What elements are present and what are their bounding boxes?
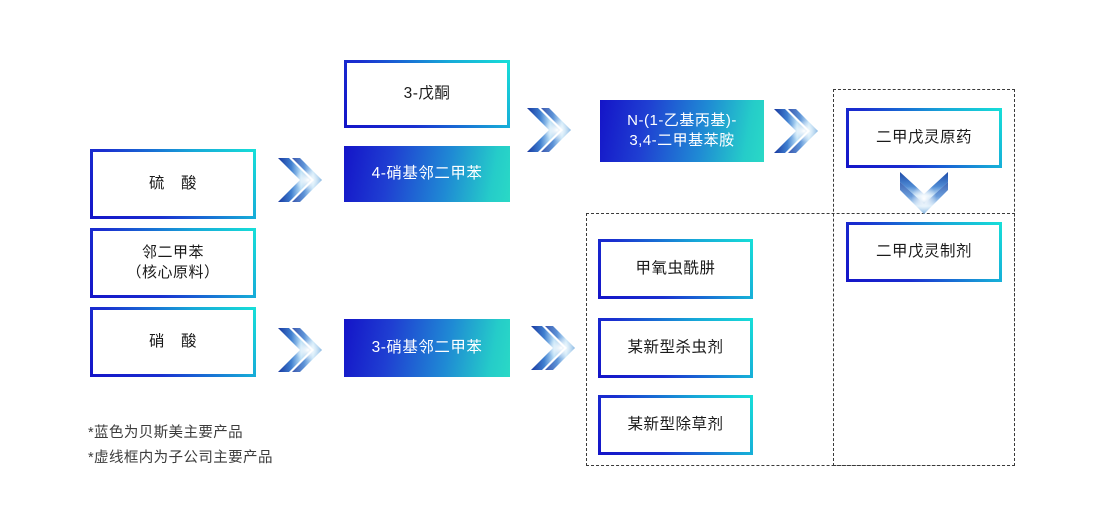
node-3-nitro-o-xylene[interactable]: 3-硝基邻二甲苯 [344,319,510,377]
footnote-block: *蓝色为贝斯美主要产品 *虚线框内为子公司主要产品 [88,421,273,472]
node-methoxyfenozide[interactable]: 甲氧虫酰肼 [598,239,753,299]
footnote-line-1: *蓝色为贝斯美主要产品 [88,425,244,441]
node-new-insecticide[interactable]: 某新型杀虫剂 [598,318,753,378]
node-nitric-acid[interactable]: 硝 酸 [90,307,256,377]
node-dimethyl-aniline[interactable]: N-(1-乙基丙基)- 3,4-二甲基苯胺 [600,100,764,162]
arrow-amine-to-pendimethalin-icon [772,105,828,157]
node-pendimethalin-formulation[interactable]: 二甲戊灵制剂 [846,222,1002,282]
arrow-sulfuric-to-nitro4-icon [276,154,332,206]
arrow-intermediates-to-amine-icon [525,104,581,156]
footnote-line-2: *虚线框内为子公司主要产品 [88,450,273,467]
node-sulfuric-acid[interactable]: 硫 酸 [90,149,256,219]
arrow-tech-to-formulation-icon [896,170,952,218]
node-4-nitro-o-xylene[interactable]: 4-硝基邻二甲苯 [344,146,510,202]
node-pendimethalin-tech[interactable]: 二甲戊灵原药 [846,108,1002,168]
node-new-herbicide[interactable]: 某新型除草剂 [598,395,753,455]
node-3-pentanone[interactable]: 3-戊酮 [344,60,510,128]
arrow-nitro3-to-subsidiary-icon [529,322,585,374]
node-o-xylene[interactable]: 邻二甲苯 （核心原料） [90,228,256,298]
arrow-nitric-to-nitro3-icon [276,324,332,376]
dashed-frame-pendimethalin [833,89,1015,466]
